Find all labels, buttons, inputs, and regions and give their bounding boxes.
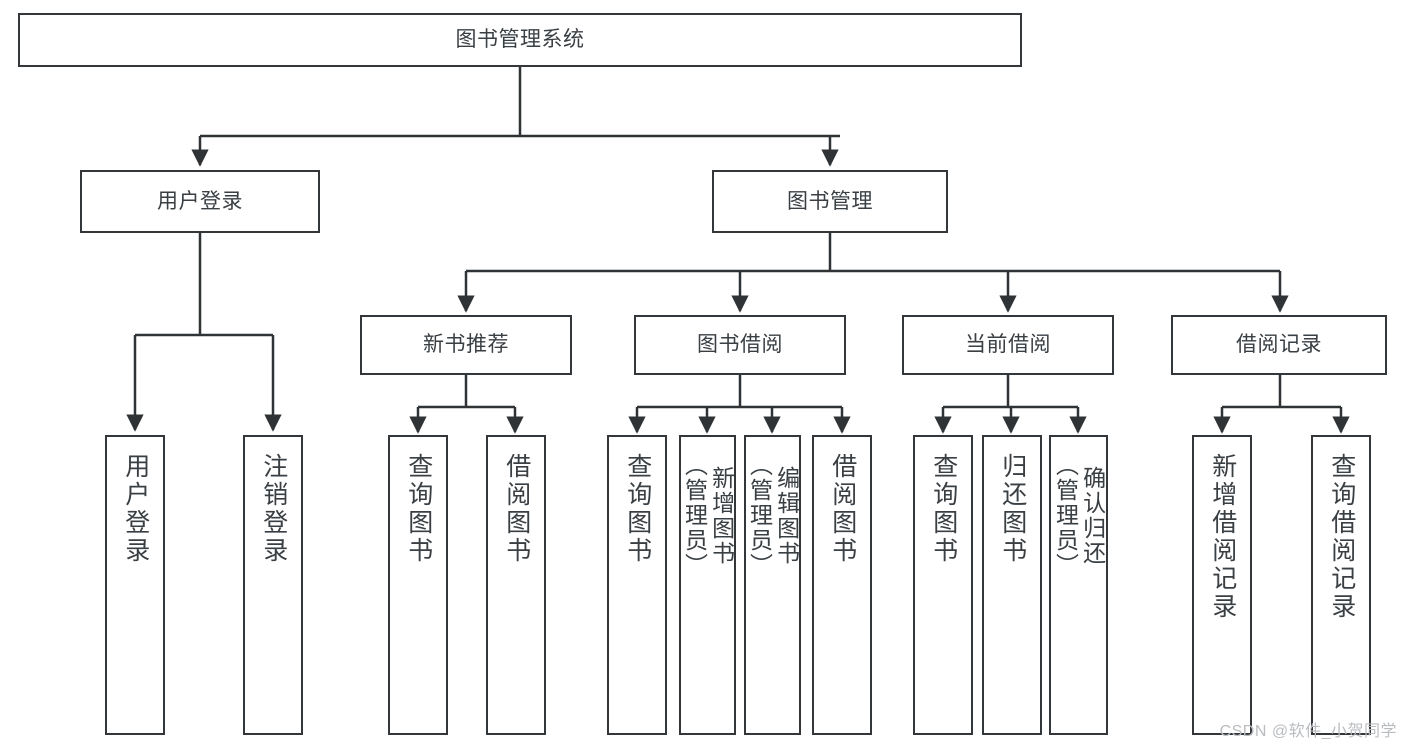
node-book-borrow[interactable]: 图书借阅 [634,315,846,375]
node-leaf-user-login-do[interactable]: 用户登录 [105,435,165,735]
node-leaf-rec-query-record[interactable]: 查询借阅记录 [1311,435,1371,735]
node-leaf-rec-borrow-book[interactable]: 借阅图书 [486,435,546,735]
node-leaf-borrow-borrow-book[interactable]: 借阅图书 [812,435,872,735]
node-current-borrow-label: 当前借阅 [965,333,1051,357]
node-root-label: 图书管理系统 [455,28,585,52]
node-user-login[interactable]: 用户登录 [80,170,320,233]
node-borrow-record-label: 借阅记录 [1236,333,1322,357]
node-leaf-cur-return-book[interactable]: 归还图书 [982,435,1042,735]
node-leaf-borrow-query-book-label: 查询图书 [623,453,652,565]
node-leaf-borrow-edit-book[interactable]: 编辑图书 （管理员） [744,435,801,735]
node-leaf-cur-confirm-return-label: 确认归还 （管理员） [1052,453,1106,578]
node-leaf-cur-return-book-label: 归还图书 [998,453,1027,565]
node-leaf-borrow-edit-book-label: 编辑图书 （管理员） [746,453,800,578]
node-leaf-borrow-add-book-label: 新增图书 （管理员） [681,453,735,578]
node-leaf-cur-confirm-return[interactable]: 确认归还 （管理员） [1049,435,1108,735]
node-leaf-user-logout[interactable]: 注销登录 [243,435,303,735]
node-leaf-rec-query-book[interactable]: 查询图书 [388,435,448,735]
node-root[interactable]: 图书管理系统 [18,13,1022,67]
node-new-book-recommend[interactable]: 新书推荐 [360,315,572,375]
node-current-borrow[interactable]: 当前借阅 [902,315,1114,375]
node-leaf-rec-query-book-label: 查询图书 [404,453,433,565]
watermark-text: CSDN @软件_小贺同学 [1219,723,1397,740]
node-book-borrow-label: 图书借阅 [697,333,783,357]
node-leaf-user-login-do-label: 用户登录 [121,453,150,565]
node-leaf-rec-add-record[interactable]: 新增借阅记录 [1192,435,1252,735]
node-user-login-label: 用户登录 [157,189,243,213]
node-leaf-cur-query-book[interactable]: 查询图书 [913,435,973,735]
node-leaf-rec-add-record-label: 新增借阅记录 [1208,453,1237,621]
node-leaf-borrow-query-book[interactable]: 查询图书 [607,435,667,735]
node-leaf-user-logout-label: 注销登录 [259,453,288,565]
node-book-manage[interactable]: 图书管理 [712,170,948,233]
node-leaf-rec-borrow-book-label: 借阅图书 [502,453,531,565]
node-borrow-record[interactable]: 借阅记录 [1171,315,1387,375]
node-leaf-borrow-add-book[interactable]: 新增图书 （管理员） [679,435,736,735]
node-new-book-recommend-label: 新书推荐 [423,333,509,357]
node-leaf-borrow-borrow-book-label: 借阅图书 [828,453,857,565]
node-leaf-rec-query-record-label: 查询借阅记录 [1327,453,1356,621]
node-leaf-cur-query-book-label: 查询图书 [929,453,958,565]
node-book-manage-label: 图书管理 [787,189,873,213]
